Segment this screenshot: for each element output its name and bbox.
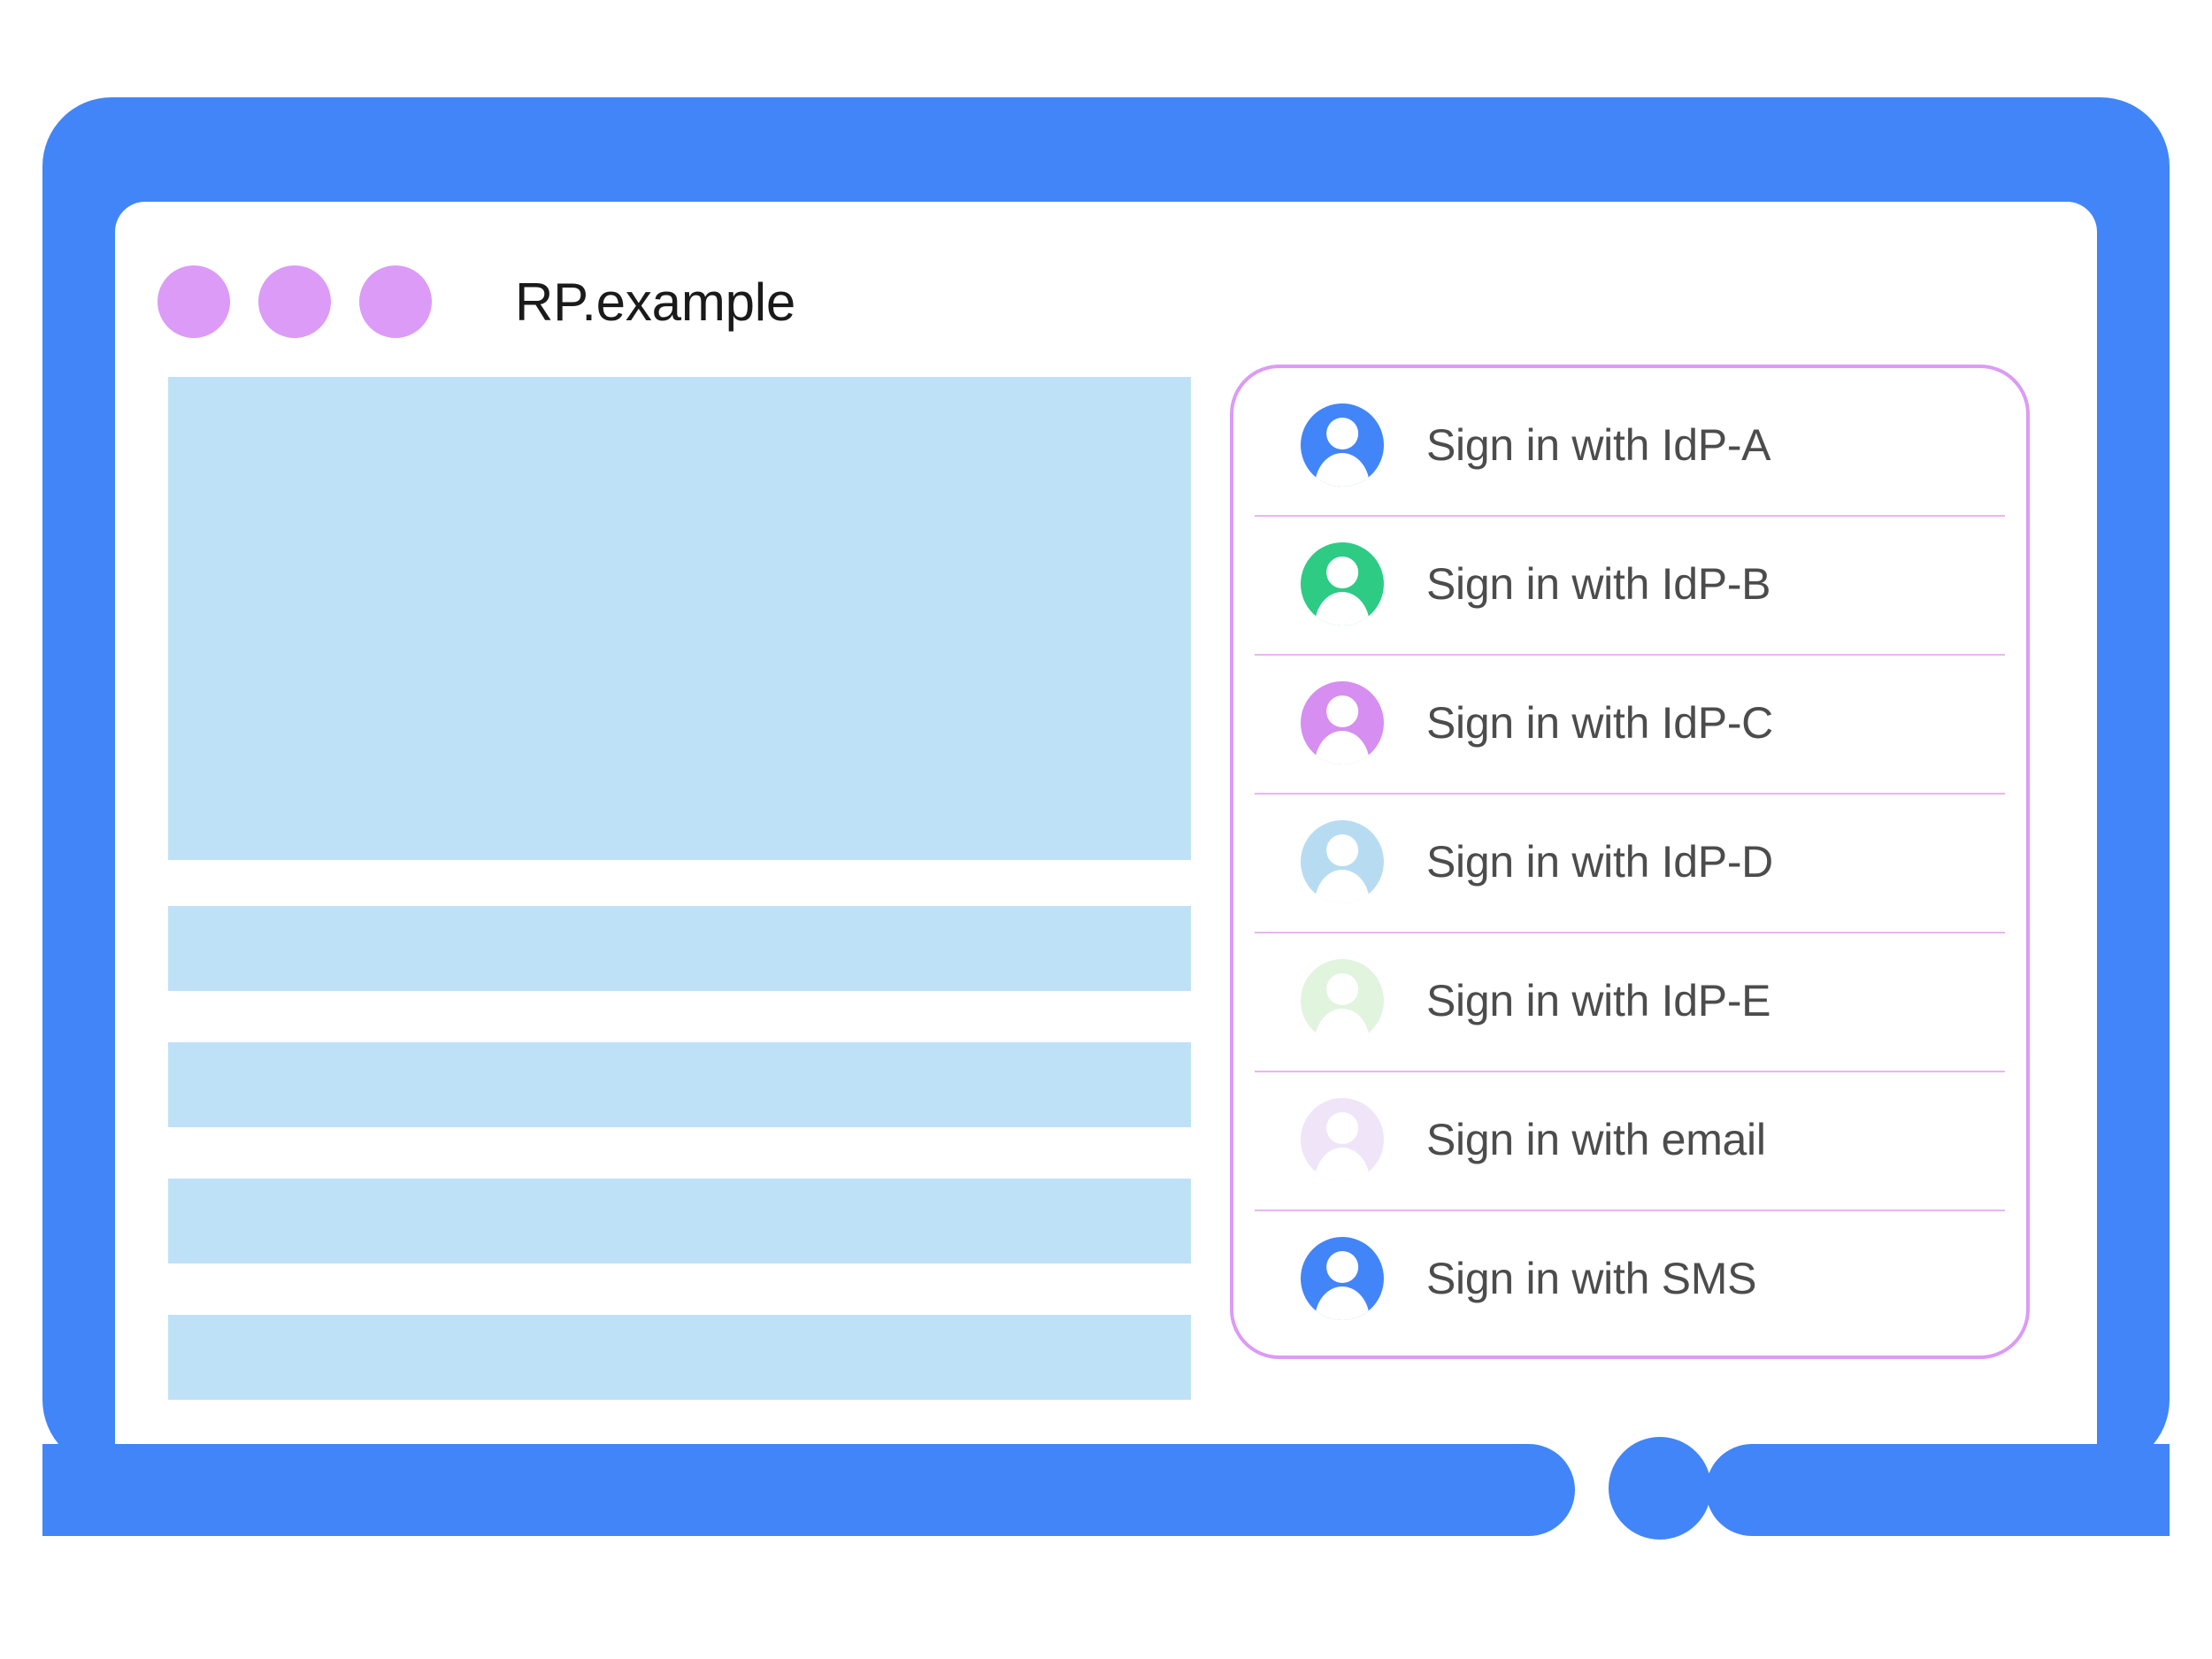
signin-option-label: Sign in with IdP-A — [1426, 420, 1771, 470]
window-titlebar: RP.example — [157, 265, 795, 338]
signin-option-label: Sign in with IdP-B — [1426, 559, 1771, 609]
page-title: RP.example — [515, 272, 796, 332]
account-avatar-icon — [1301, 1237, 1384, 1320]
signin-option-idp-d[interactable]: Sign in with IdP-D — [1233, 792, 2026, 932]
signin-option-sms[interactable]: Sign in with SMS — [1233, 1209, 2026, 1348]
signin-option-idp-c[interactable]: Sign in with IdP-C — [1233, 653, 2026, 793]
signin-option-label: Sign in with IdP-C — [1426, 698, 1773, 748]
account-avatar-icon — [1301, 820, 1384, 903]
signin-option-idp-b[interactable]: Sign in with IdP-B — [1233, 514, 2026, 654]
home-button[interactable] — [1609, 1437, 1711, 1540]
signin-options-list: Sign in with IdP-A Sign in with IdP-B Si… — [1233, 376, 2026, 1348]
device-bottom-bezel-right — [1706, 1444, 2170, 1536]
account-avatar-icon — [1301, 403, 1384, 487]
signin-option-label: Sign in with email — [1426, 1115, 1766, 1164]
text-block-2 — [168, 1042, 1191, 1127]
signin-option-email[interactable]: Sign in with email — [1233, 1070, 2026, 1210]
signin-option-label: Sign in with SMS — [1426, 1254, 1757, 1303]
account-avatar-icon — [1301, 681, 1384, 764]
window-dot-1[interactable] — [157, 265, 230, 338]
device-bottom-bezel-left — [42, 1444, 1575, 1536]
account-avatar-icon — [1301, 959, 1384, 1042]
window-dot-2[interactable] — [258, 265, 331, 338]
account-avatar-icon — [1301, 542, 1384, 626]
text-block-1 — [168, 906, 1191, 991]
signin-option-label: Sign in with IdP-E — [1426, 976, 1771, 1025]
signin-option-label: Sign in with IdP-D — [1426, 837, 1773, 887]
device-frame: RP.example Sign in with IdP-A — [42, 97, 2170, 1538]
window-dot-3[interactable] — [359, 265, 432, 338]
device-screen: RP.example Sign in with IdP-A — [115, 202, 2097, 1538]
signin-option-idp-a[interactable]: Sign in with IdP-A — [1233, 376, 2026, 515]
hero-block — [168, 377, 1191, 860]
text-block-3 — [168, 1179, 1191, 1263]
signin-account-chooser-card: Sign in with IdP-A Sign in with IdP-B Si… — [1230, 365, 2030, 1359]
signin-option-idp-e[interactable]: Sign in with IdP-E — [1233, 931, 2026, 1071]
page-content-column — [168, 377, 1191, 1400]
account-avatar-icon — [1301, 1098, 1384, 1181]
text-block-4 — [168, 1315, 1191, 1400]
